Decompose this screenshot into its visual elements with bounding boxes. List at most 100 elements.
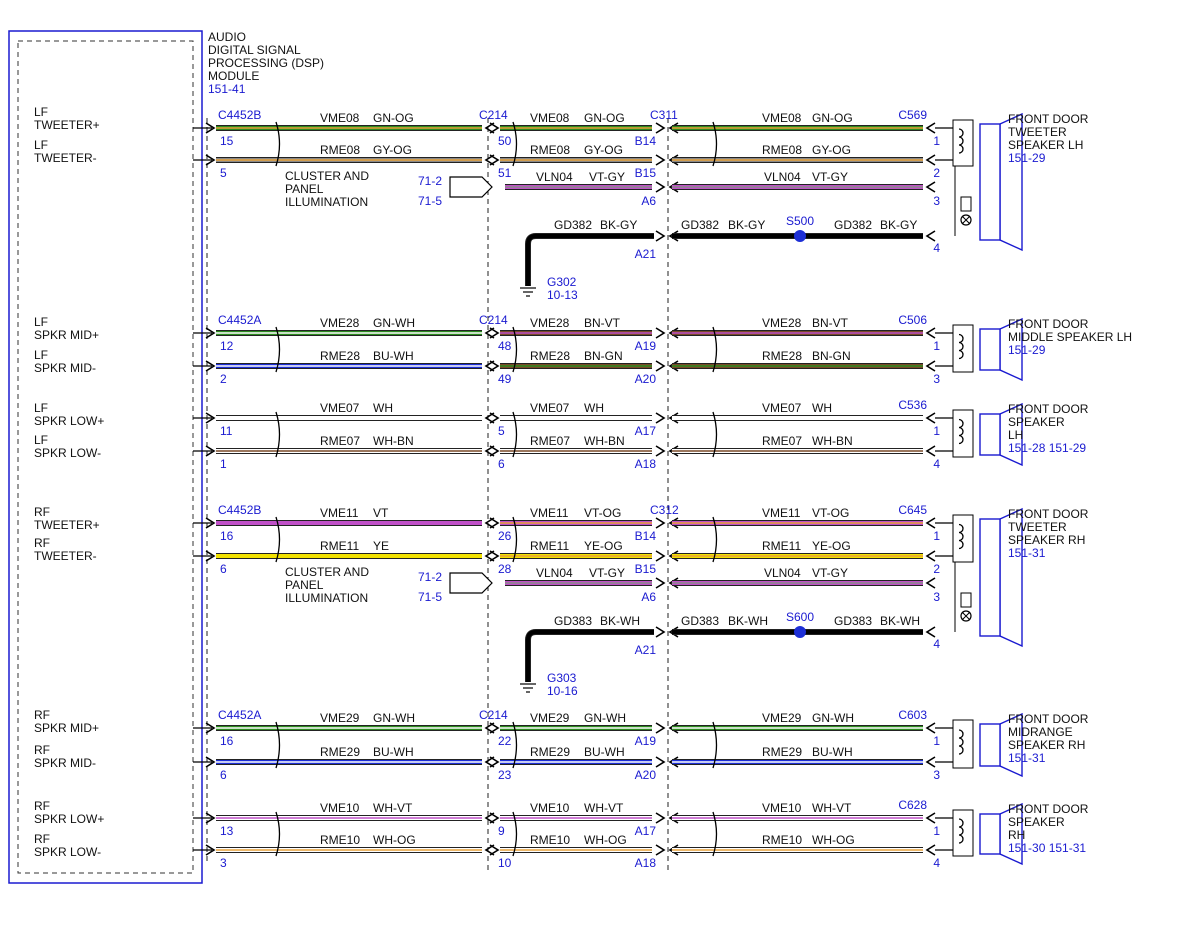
circuit-label: GD383 bbox=[554, 614, 592, 628]
circuit-label: VME28 bbox=[762, 316, 802, 330]
circuit-label: VME07 bbox=[320, 401, 360, 415]
pin-number: A20 bbox=[635, 372, 657, 386]
speaker-name: FRONT DOOR bbox=[1008, 317, 1089, 331]
pin-number: 6 bbox=[498, 457, 505, 471]
pin-arrow-icon bbox=[205, 550, 216, 562]
wire-color-label: VT-GY bbox=[589, 566, 625, 580]
wire-color-label: BN-VT bbox=[584, 316, 621, 330]
circuit-label: RME28 bbox=[530, 349, 570, 363]
pin-arrow-icon bbox=[205, 844, 216, 856]
wire-color-label: BK-GY bbox=[600, 218, 637, 232]
pin-number: B15 bbox=[635, 166, 657, 180]
pin-number: A18 bbox=[635, 856, 657, 870]
ground-node-label: G302 bbox=[547, 275, 577, 289]
pin-arrow-icon bbox=[489, 360, 500, 372]
speaker-ref: 151-29 bbox=[1008, 343, 1046, 357]
pin-arrow-icon bbox=[925, 230, 936, 242]
speaker-name: TWEETER bbox=[1008, 125, 1067, 139]
dsp-module-inner bbox=[17, 40, 194, 874]
wire-color-label: BN-GN bbox=[812, 349, 851, 363]
pin-function-label: LF bbox=[34, 433, 48, 447]
pin-arrow-icon bbox=[925, 517, 936, 529]
wire-color-label: VT-OG bbox=[812, 506, 849, 520]
twisted-pair-icon bbox=[275, 811, 281, 857]
wire-color-label: BN-VT bbox=[812, 316, 849, 330]
module-title: AUDIO bbox=[208, 30, 246, 44]
illumination-label: CLUSTER AND bbox=[285, 169, 369, 183]
pin-number: 2 bbox=[933, 562, 940, 576]
pin-function-label: LF bbox=[34, 315, 48, 329]
twisted-pair-icon bbox=[512, 516, 518, 563]
illumination-label: ILLUMINATION bbox=[285, 591, 368, 605]
coil-icon bbox=[958, 128, 964, 154]
pin-number: A19 bbox=[635, 339, 657, 353]
pin-arrow-icon bbox=[655, 812, 666, 824]
wire-color-label: WH-VT bbox=[373, 801, 413, 815]
module-connector-label: C4452B bbox=[218, 108, 261, 122]
circuit-label: VME10 bbox=[320, 801, 360, 815]
pin-arrow-icon bbox=[655, 722, 666, 734]
pin-arrow-icon bbox=[655, 550, 666, 562]
pin-number: 26 bbox=[498, 529, 512, 543]
circuit-label: VME10 bbox=[530, 801, 570, 815]
wire-color-label: GY-OG bbox=[812, 143, 851, 157]
pin-arrow-icon bbox=[489, 517, 500, 529]
wire-color-label: BU-WH bbox=[584, 745, 625, 759]
pin-number: 4 bbox=[933, 241, 940, 255]
pin-number: 6 bbox=[220, 562, 227, 576]
circuit-label: VME08 bbox=[320, 111, 360, 125]
illumination-label: PANEL bbox=[285, 578, 324, 592]
twisted-pair-icon bbox=[275, 721, 281, 769]
pin-arrow-icon bbox=[205, 445, 216, 457]
twisted-pair-icon bbox=[512, 721, 518, 769]
pin-arrow-icon bbox=[668, 181, 679, 193]
pin-number: 2 bbox=[933, 166, 940, 180]
coil-icon bbox=[958, 729, 964, 755]
pin-arrow-icon bbox=[489, 550, 500, 562]
wire-color-label: GY-OG bbox=[373, 143, 412, 157]
pin-arrow-icon bbox=[489, 412, 500, 424]
circuit-label: GD383 bbox=[834, 614, 872, 628]
inline-connector-label: C214 bbox=[479, 708, 508, 722]
speaker-name: SPEAKER RH bbox=[1008, 533, 1085, 547]
wire-color-label: WH-BN bbox=[812, 434, 853, 448]
pin-arrow-icon bbox=[925, 327, 936, 339]
twisted-pair-icon bbox=[275, 516, 281, 563]
wire-color-label: WH bbox=[584, 401, 604, 415]
pin-number: A20 bbox=[635, 768, 657, 782]
circuit-label: VME11 bbox=[762, 506, 801, 520]
pin-number: B15 bbox=[635, 562, 657, 576]
pin-number: 49 bbox=[498, 372, 512, 386]
pin-arrow-icon bbox=[925, 577, 936, 589]
speaker-name: SPEAKER bbox=[1008, 815, 1065, 829]
wire-color-label: BU-WH bbox=[373, 745, 414, 759]
coil-icon bbox=[958, 523, 964, 550]
module-connector-label: C4452A bbox=[218, 708, 261, 722]
pin-arrow-icon bbox=[655, 412, 666, 424]
wire-color-label: BK-WH bbox=[600, 614, 640, 628]
pin-number: 16 bbox=[220, 734, 234, 748]
pin-arrow-icon bbox=[925, 550, 936, 562]
wire-color-label: WH-OG bbox=[812, 833, 855, 847]
pin-function-label: TWEETER- bbox=[34, 549, 97, 563]
twisted-pair-icon bbox=[512, 121, 518, 167]
illumination-label: CLUSTER AND bbox=[285, 565, 369, 579]
pin-number: 1 bbox=[933, 134, 940, 148]
speaker-name: MIDDLE SPEAKER LH bbox=[1008, 330, 1132, 344]
pin-function-label: TWEETER+ bbox=[34, 518, 100, 532]
circuit-label: RME11 bbox=[320, 539, 359, 553]
speaker-magnet bbox=[979, 723, 1001, 767]
speaker-icon bbox=[979, 112, 1023, 252]
pin-arrow-icon bbox=[925, 445, 936, 457]
wire-color-label: WH-VT bbox=[812, 801, 852, 815]
wire-color-label: YE bbox=[373, 539, 389, 553]
wire-color-label: YE-OG bbox=[584, 539, 623, 553]
wire-color-label: GN-WH bbox=[812, 711, 854, 725]
ground-ref-label: 10-16 bbox=[547, 684, 578, 698]
pin-number: 28 bbox=[498, 562, 512, 576]
circuit-label: VME11 bbox=[320, 506, 359, 520]
pin-number: B14 bbox=[635, 134, 657, 148]
pin-arrow-icon bbox=[668, 360, 679, 372]
speaker-ref: 151-28 151-29 bbox=[1008, 441, 1086, 455]
pin-function-label: SPKR MID- bbox=[34, 361, 96, 375]
